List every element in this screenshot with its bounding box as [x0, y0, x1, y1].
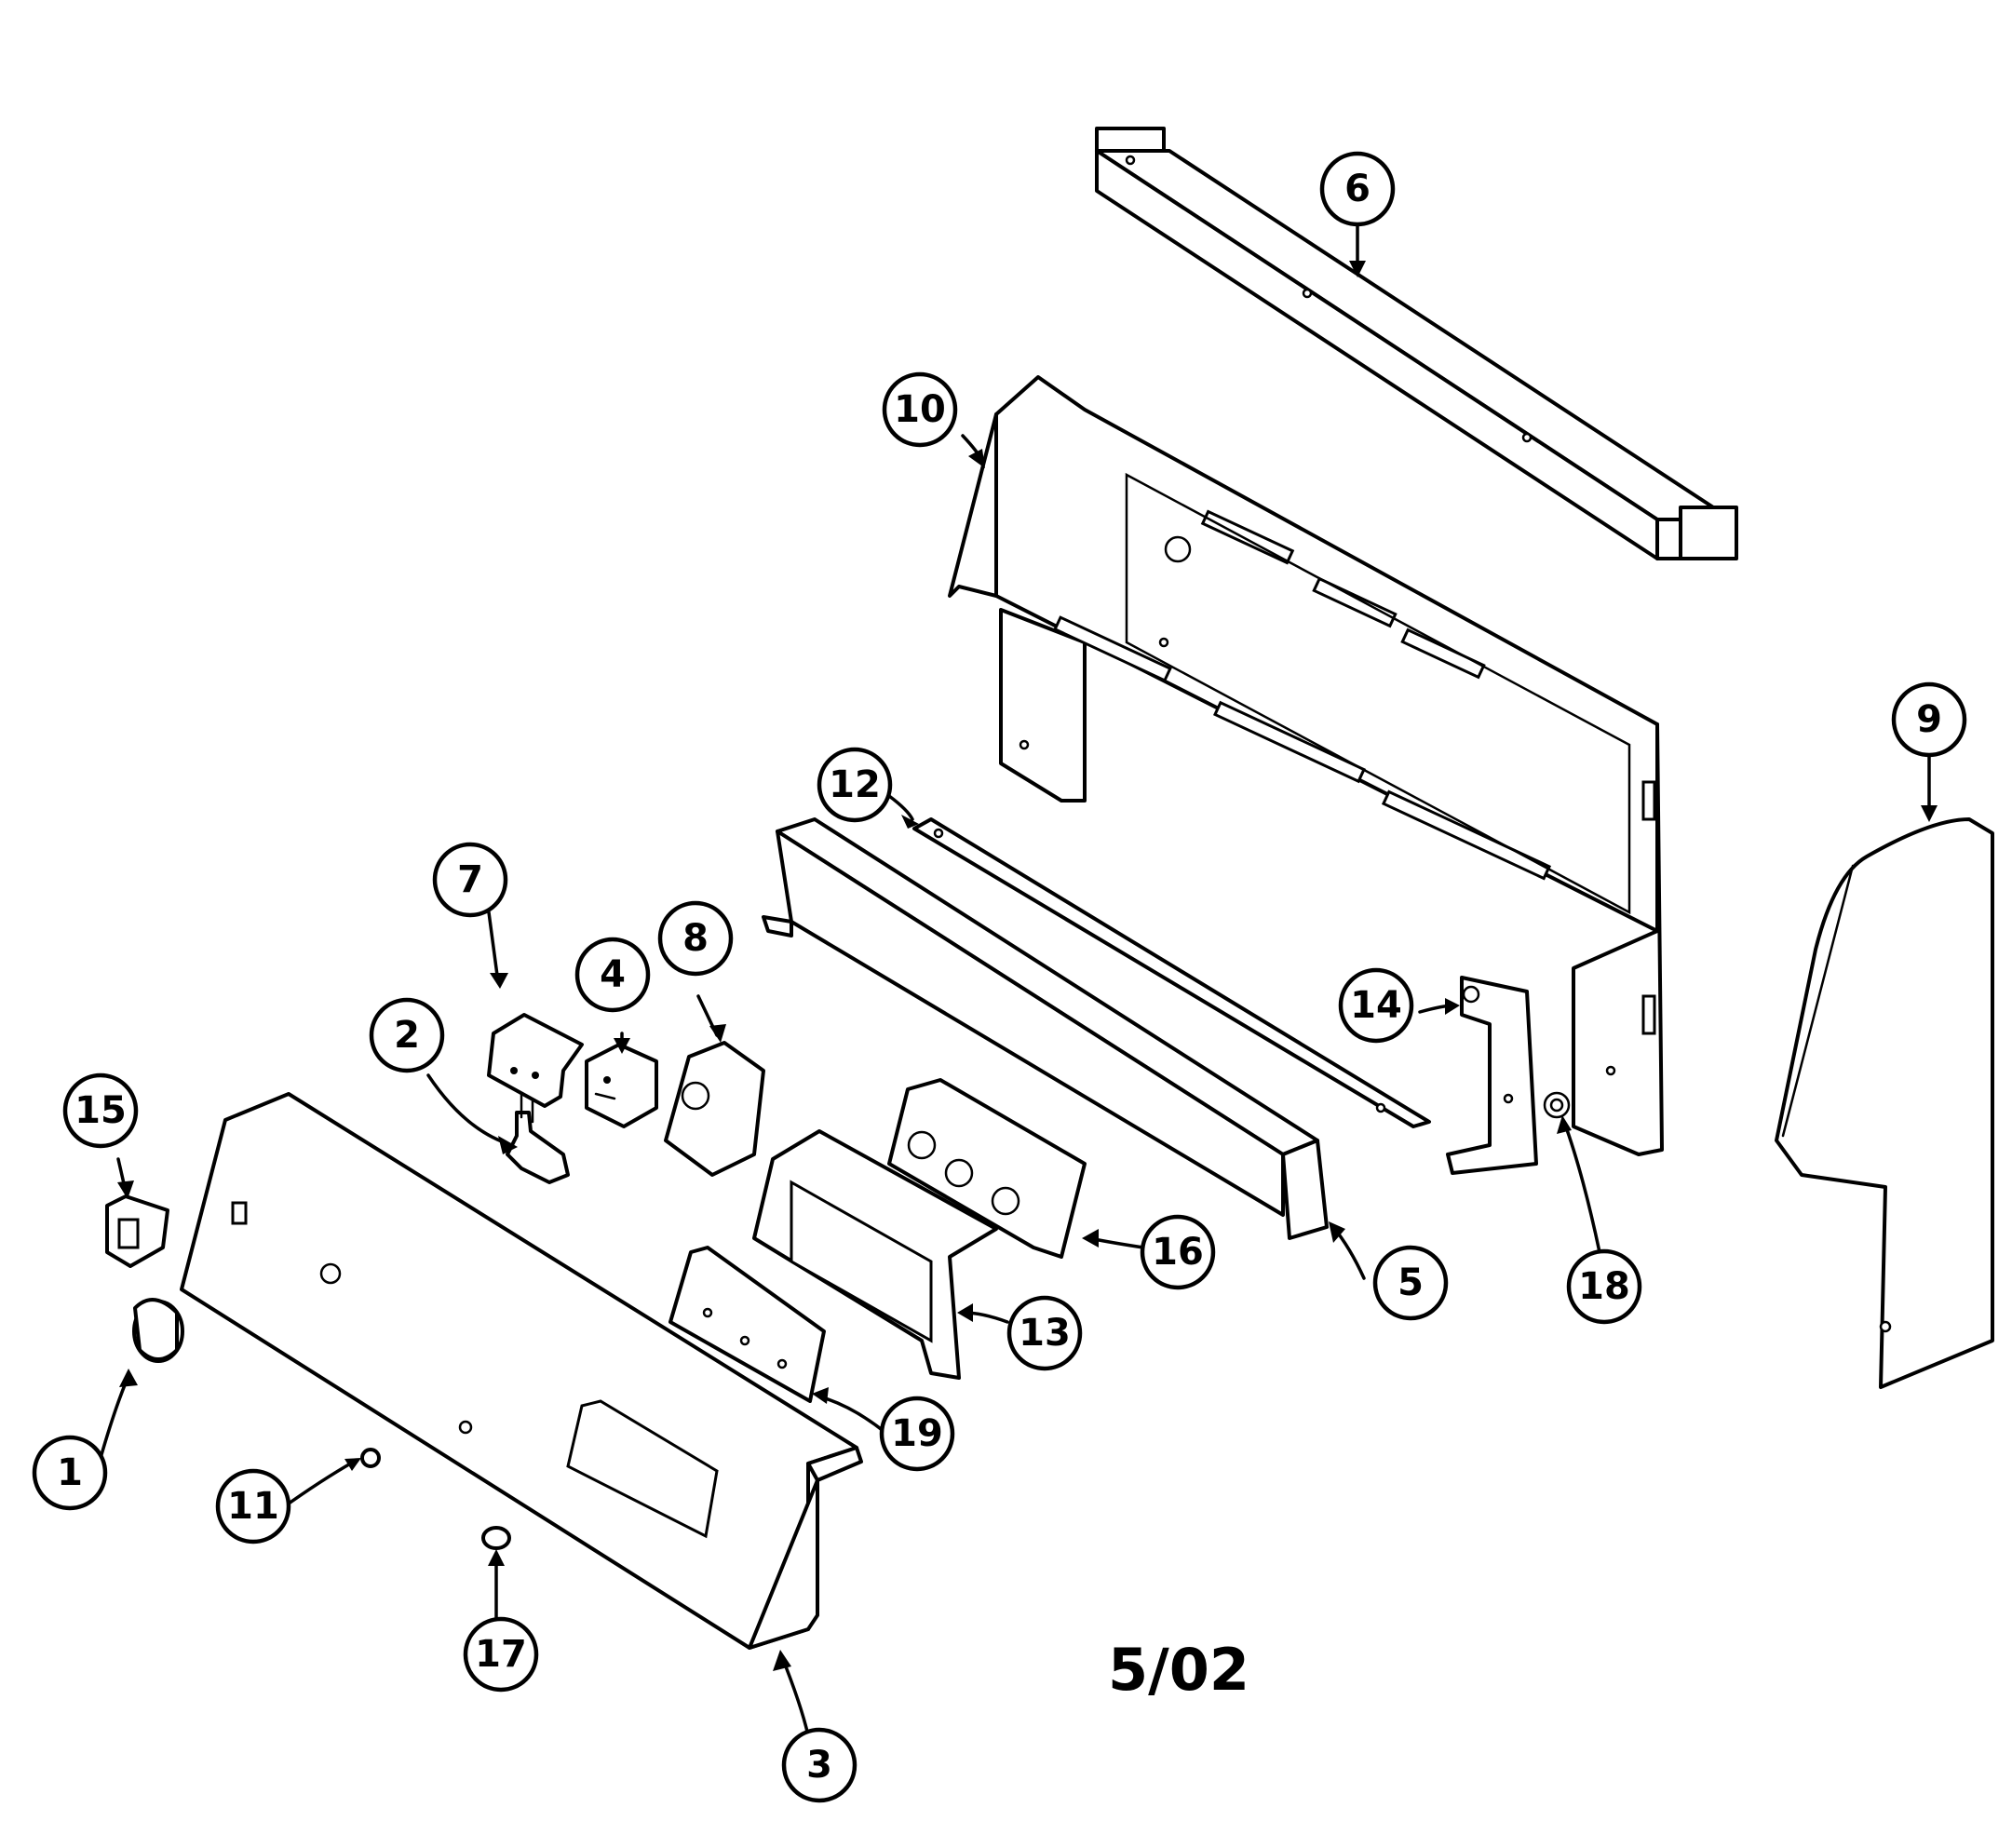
part-14-bracket — [1446, 976, 1538, 1175]
callout-label: 12 — [829, 763, 881, 806]
callout-9: 9 — [1891, 681, 1967, 758]
callout-4: 4 — [574, 937, 651, 1013]
callout-label: 7 — [457, 858, 483, 901]
part-16-clock-timer — [887, 1078, 1087, 1259]
part-9-end-cap — [1775, 817, 1994, 1389]
callout-18: 18 — [1566, 1248, 1642, 1325]
part-5-channel — [762, 817, 1329, 1240]
callout-label: 19 — [891, 1412, 943, 1455]
callout-label: 1 — [57, 1451, 83, 1494]
callout-label: 6 — [1344, 168, 1371, 210]
callout-label: 17 — [475, 1633, 527, 1676]
callout-16: 16 — [1140, 1214, 1216, 1290]
callout-15: 15 — [62, 1072, 139, 1149]
part-10-rear-frame — [948, 375, 1664, 1156]
callout-13: 13 — [1006, 1295, 1083, 1371]
part-11-button — [360, 1448, 381, 1468]
callout-label: 11 — [227, 1485, 279, 1528]
callout-label: 9 — [1916, 698, 1942, 741]
callout-label: 4 — [600, 953, 626, 996]
callout-label: 13 — [1019, 1312, 1071, 1355]
callout-label: 5 — [1398, 1261, 1424, 1304]
callout-12: 12 — [817, 747, 893, 823]
part-4-switch — [585, 1043, 658, 1128]
callout-7: 7 — [432, 842, 508, 918]
callout-17: 17 — [463, 1616, 539, 1693]
callout-label: 16 — [1152, 1231, 1204, 1274]
callout-14: 14 — [1338, 967, 1414, 1044]
part-18-grommet — [1543, 1091, 1571, 1119]
callout-6: 6 — [1319, 151, 1396, 227]
callout-label: 2 — [394, 1014, 420, 1057]
part-12-trim-strip — [912, 817, 1431, 1128]
callout-5: 5 — [1372, 1245, 1449, 1321]
part-7-switch — [487, 1013, 584, 1108]
callout-3: 3 — [781, 1727, 857, 1803]
part-8-thermostat — [664, 1041, 765, 1177]
part-15-indicator-light — [105, 1194, 169, 1268]
part-3-control-panel — [180, 1092, 863, 1650]
callout-19: 19 — [879, 1396, 955, 1472]
callout-label: 15 — [74, 1089, 127, 1132]
callout-label: 10 — [894, 388, 946, 431]
part-13-display-bezel — [752, 1129, 998, 1380]
callout-label: 18 — [1578, 1265, 1630, 1308]
callout-11: 11 — [215, 1468, 291, 1544]
part-19-shield-plate — [668, 1246, 826, 1403]
callout-10: 10 — [882, 371, 958, 448]
leader-arrowheads — [117, 261, 1938, 1671]
part-17-insert — [481, 1526, 511, 1550]
callout-label: 3 — [806, 1744, 832, 1787]
callout-label: 8 — [682, 917, 709, 960]
part-6-top-rail — [1095, 127, 1738, 560]
callout-2: 2 — [369, 997, 445, 1073]
callout-1: 1 — [32, 1435, 108, 1511]
callout-8: 8 — [657, 900, 734, 977]
date-code: 5/02 — [1108, 1636, 1249, 1704]
part-1-knob — [132, 1298, 184, 1363]
callout-label: 14 — [1350, 984, 1402, 1027]
